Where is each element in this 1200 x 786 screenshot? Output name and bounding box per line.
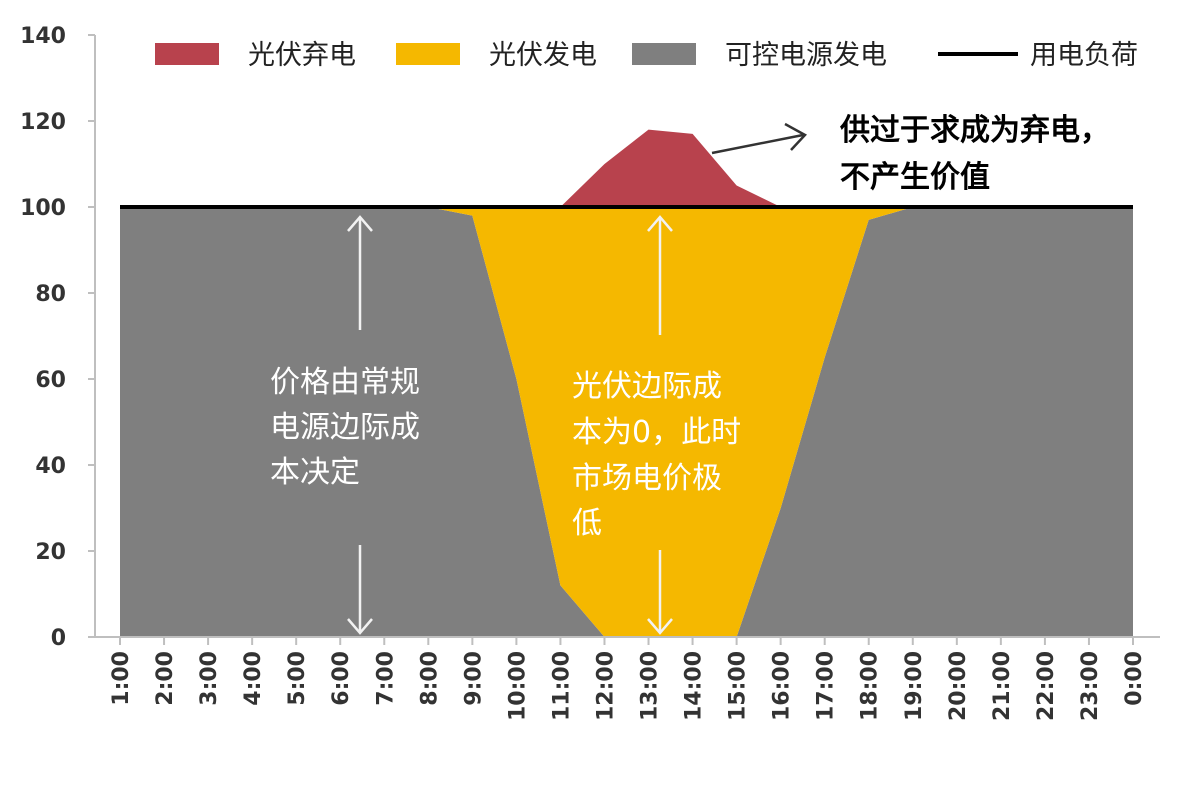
gray-note-line: 价格由常规: [270, 365, 420, 400]
x-tick-label: 16:00: [770, 651, 795, 721]
legend-swatch: [632, 43, 696, 65]
curtailment-annotation: 供过于求成为弃电， 不产生价值: [839, 113, 1110, 195]
x-tick-label: 13:00: [638, 651, 663, 721]
legend-label: 可控电源发电: [725, 40, 887, 71]
yellow-note-line: 市场电价极: [572, 461, 722, 496]
y-tick-label: 120: [20, 110, 66, 135]
arrow-head: [784, 122, 808, 151]
x-tick-label: 20:00: [946, 651, 971, 721]
yellow-note-line: 本为0，此时: [572, 415, 741, 450]
x-tick-label: 0:00: [1122, 651, 1147, 706]
y-tick-label: 80: [35, 282, 66, 307]
x-tick-label: 23:00: [1078, 651, 1103, 721]
x-tick-label: 8:00: [417, 651, 442, 706]
curtail-note-line: 供过于求成为弃电，: [839, 113, 1110, 148]
x-tick-label: 21:00: [990, 651, 1015, 721]
arrow-head: [347, 618, 373, 635]
y-tick-label: 100: [20, 196, 66, 221]
x-tick-label: 1:00: [109, 651, 134, 706]
y-tick-label: 40: [35, 454, 66, 479]
gray-note-line: 电源边际成: [270, 410, 420, 445]
arrow-head: [347, 215, 373, 232]
gray-note-line: 本决定: [270, 455, 360, 490]
legend-label: 光伏弃电: [248, 40, 356, 71]
legend-label: 用电负荷: [1030, 40, 1138, 71]
y-tick-label: 20: [35, 540, 66, 565]
area-layer: [120, 129, 1133, 637]
x-tick-label: 10:00: [505, 651, 530, 721]
curtail-arrow: [711, 133, 804, 155]
yellow-note-line: 低: [572, 506, 602, 541]
x-tick-label: 11:00: [549, 651, 574, 721]
legend-swatch: [396, 43, 460, 65]
legend-swatch: [155, 43, 219, 65]
x-tick-label: 3:00: [197, 651, 222, 706]
series-area: [120, 129, 1133, 207]
x-tick-label: 14:00: [682, 651, 707, 721]
x-tick-label: 19:00: [902, 651, 927, 721]
x-tick-label: 5:00: [285, 651, 310, 706]
axes-layer: 0 20 40 60 80 100 120 140 1:00 2:00 3:00 4:00 5:00 6:…: [20, 24, 1160, 721]
yellow-note-line: 光伏边际成: [572, 369, 722, 404]
x-tick-label: 9:00: [461, 651, 486, 706]
x-tick-label: 17:00: [814, 651, 839, 721]
arrow-layer: [347, 122, 808, 635]
y-tick-label: 60: [35, 368, 66, 393]
arrow-head: [647, 618, 673, 635]
gray-annotation: 价格由常规 电源边际成 本决定: [270, 365, 420, 490]
x-tick-label: 2:00: [153, 651, 178, 706]
x-tick-label: 15:00: [726, 651, 751, 721]
x-tick-label: 18:00: [858, 651, 883, 721]
series-area: [120, 207, 1133, 637]
series-area: [120, 207, 1133, 637]
x-tick-label: 4:00: [241, 651, 266, 706]
legend-label: 光伏发电: [489, 40, 597, 71]
y-tick-label: 140: [20, 24, 66, 49]
x-tick-label: 7:00: [373, 651, 398, 706]
x-tick-label: 22:00: [1034, 651, 1059, 721]
legend: 光伏弃电 光伏发电 可控电源发电 用电负荷: [155, 40, 1138, 71]
y-tick-label: 0: [51, 626, 66, 651]
yellow-annotation: 光伏边际成 本为0，此时 市场电价极 低: [572, 369, 741, 541]
x-tick-label: 6:00: [329, 651, 354, 706]
x-tick-label: 12:00: [594, 651, 619, 721]
curtail-note-line: 不产生价值: [840, 160, 990, 195]
arrow-head: [647, 215, 673, 232]
